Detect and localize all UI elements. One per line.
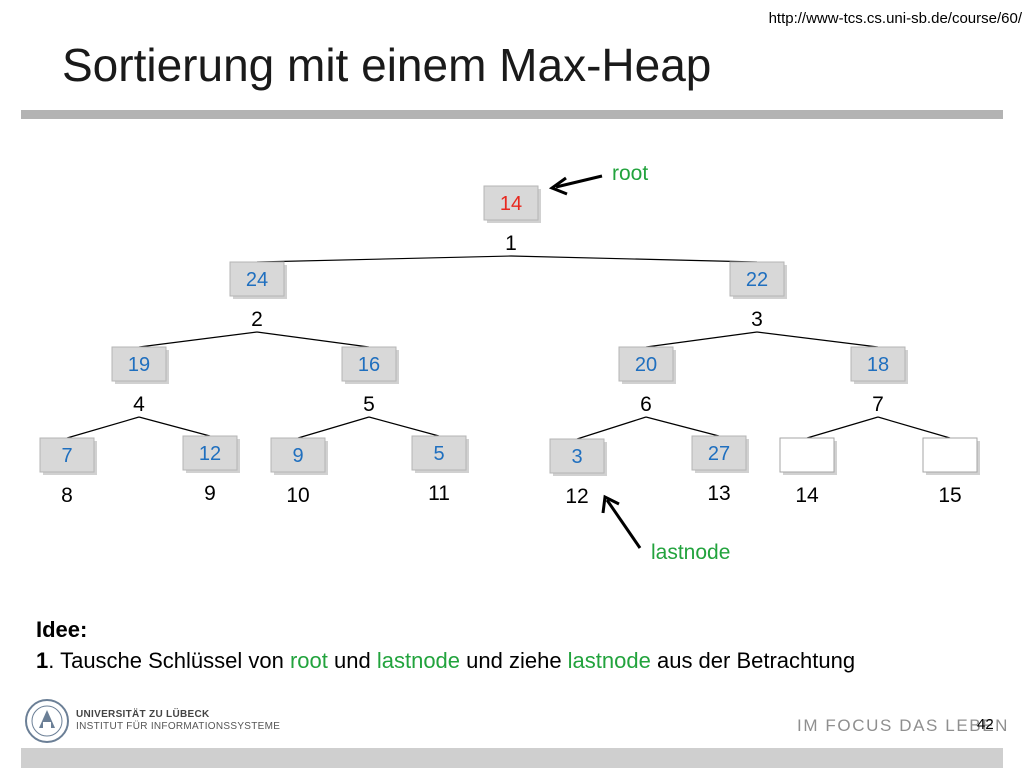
tree-edge — [256, 255, 512, 263]
node-index: 7 — [872, 393, 884, 416]
node-index: 4 — [133, 393, 145, 416]
heap-node: 24 2 — [229, 261, 287, 331]
tree-edge — [368, 416, 440, 437]
tree-edge — [756, 331, 879, 348]
node-key: 27 — [708, 443, 730, 465]
node-index: 3 — [751, 308, 763, 331]
node-box — [39, 437, 95, 473]
tree-edge — [645, 416, 720, 437]
node-index: 13 — [707, 482, 730, 505]
node-key: 22 — [746, 269, 768, 291]
node-key: 19 — [128, 354, 150, 376]
node-box — [922, 437, 978, 473]
heap-node: 20 6 — [618, 346, 676, 416]
tree-edge — [138, 331, 258, 348]
node-key: 20 — [635, 354, 657, 376]
university-name: UNIVERSITÄT ZU LÜBECK — [76, 709, 210, 720]
node-index: 6 — [640, 393, 652, 416]
institute-name: INSTITUT FÜR INFORMATIONSSYSTEME — [76, 721, 281, 732]
heap-node: 19 4 — [111, 346, 169, 416]
heap-node: 9 10 — [270, 437, 328, 507]
tree-edge — [806, 416, 879, 439]
lastnode-arrowhead — [601, 494, 620, 514]
node-index: 15 — [938, 484, 961, 507]
tree-edge — [576, 416, 647, 440]
node-box — [729, 261, 785, 297]
node-box — [779, 437, 835, 473]
idea-text: Idee: 1. Tausche Schlüssel von root und … — [36, 614, 855, 676]
heap-node: 5 11 — [411, 435, 469, 505]
node-box — [549, 438, 605, 474]
node-key: 5 — [433, 443, 444, 465]
slogan: IM FOCUS DAS LEBEN — [797, 716, 1010, 735]
university-seal-icon — [25, 699, 69, 743]
node-box — [483, 185, 539, 221]
node-key: 3 — [571, 446, 582, 468]
node-index: 14 — [795, 484, 819, 507]
tree-edge — [645, 331, 758, 348]
root-arrow — [555, 174, 603, 189]
tree-edge — [510, 255, 758, 263]
lastnode-marker: lastnode — [601, 494, 730, 564]
node-key: 7 — [61, 445, 72, 467]
tree-edges — [66, 255, 951, 440]
node-index: 1 — [505, 232, 517, 255]
page-number: 42 — [977, 716, 994, 733]
tree-edge — [256, 331, 370, 348]
node-index: 11 — [428, 482, 450, 505]
tree-edge — [66, 416, 140, 439]
source-url[interactable]: http://www-tcs.cs.uni-sb.de/course/60/ — [768, 10, 1022, 27]
heap-node: 14 — [779, 437, 837, 507]
node-index: 8 — [61, 484, 73, 507]
slide-title: Sortierung mit einem Max-Heap — [62, 39, 712, 91]
node-index: 12 — [565, 485, 588, 508]
root-label: root — [612, 162, 648, 185]
node-key: 12 — [199, 443, 221, 465]
lastnode-label: lastnode — [651, 541, 730, 564]
node-index: 2 — [251, 308, 263, 331]
node-box — [411, 435, 467, 471]
node-key: 9 — [292, 445, 303, 467]
node-box — [691, 435, 747, 471]
root-arrowhead — [548, 176, 568, 196]
node-box — [618, 346, 674, 382]
node-key: 14 — [500, 193, 522, 215]
node-index: 10 — [286, 484, 309, 507]
node-key: 18 — [867, 354, 889, 376]
lastnode-arrow — [605, 499, 642, 549]
node-index: 9 — [204, 482, 216, 505]
heap-node: 3 12 — [549, 438, 607, 508]
heap-node: 16 5 — [341, 346, 399, 416]
footer-bar — [21, 748, 1003, 768]
heap-node: 27 13 — [691, 435, 749, 505]
heap-node: 78 — [39, 437, 97, 507]
heap-node: 12 9 — [182, 435, 240, 505]
tree-edge — [297, 416, 370, 439]
node-box — [341, 346, 397, 382]
root-marker: root — [548, 162, 648, 196]
heap-node: 22 3 — [729, 261, 787, 331]
node-index: 5 — [363, 393, 375, 416]
node-box — [850, 346, 906, 382]
node-box — [111, 346, 167, 382]
tree-edge — [138, 416, 211, 437]
title-divider — [21, 110, 1003, 119]
idea-step-1: 1. Tausche Schlüssel von root und lastno… — [36, 648, 856, 673]
node-box — [182, 435, 238, 471]
tree-edge — [877, 416, 951, 439]
heap-node: 15 — [922, 437, 980, 507]
node-box — [270, 437, 326, 473]
idea-heading: Idee: — [36, 617, 88, 642]
university-logo: UNIVERSITÄT ZU LÜBECK INSTITUT FÜR INFOR… — [24, 698, 280, 744]
node-key: 16 — [358, 354, 380, 376]
node-key: 24 — [246, 269, 268, 291]
node-box — [229, 261, 285, 297]
heap-node: 18 7 — [850, 346, 908, 416]
heap-node: 14 1 — [483, 185, 541, 255]
